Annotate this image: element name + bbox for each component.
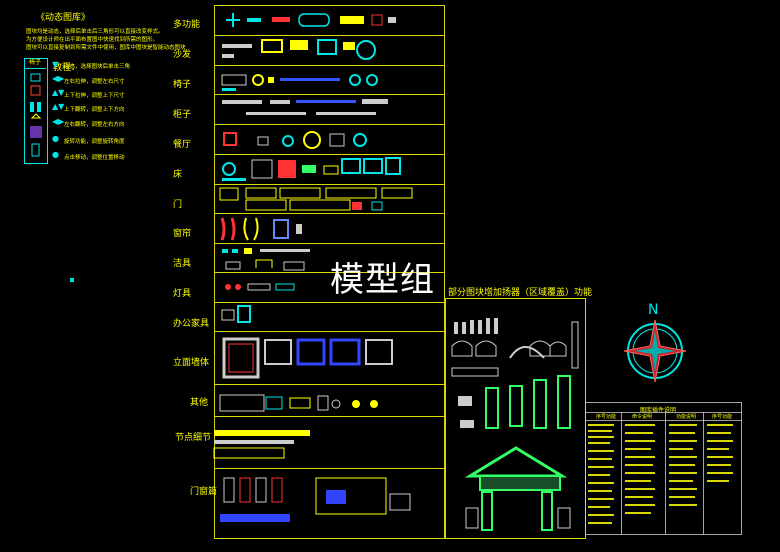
sanitary-blocks-icon	[222, 248, 310, 271]
rotate-icon: ●	[52, 134, 59, 143]
flip-vertical-icon: ▲▼	[52, 102, 65, 111]
cabinet-blocks-icon	[222, 99, 388, 115]
category-door-window: 门窗篇	[190, 487, 218, 497]
dining-blocks-icon	[223, 131, 367, 149]
category-sanitary: 洁具	[173, 259, 192, 269]
classical-elements-icon	[451, 318, 579, 531]
category-node-detail: 节点细节	[175, 433, 212, 443]
legend-line: 图块均是动态，选择后单击后三角形可以直接改变样式。	[26, 29, 164, 35]
door-blocks-icon	[219, 187, 413, 211]
category-curtain: 窗帘	[173, 229, 192, 239]
category-bed: 床	[173, 170, 183, 180]
elevation-wall-blocks-icon	[222, 337, 393, 379]
up-down-arrow-icon: ▲▼	[52, 88, 65, 97]
office-blocks-icon	[221, 305, 251, 323]
tutorial-chair-box	[24, 58, 48, 164]
sofa-blocks-icon	[222, 39, 376, 60]
flip-horizontal-icon: ◀▶	[52, 117, 65, 126]
plugin-table-grid	[585, 402, 742, 535]
bed-blocks-icon	[222, 157, 401, 181]
plugin-table-title: 图库插件说明	[640, 407, 677, 414]
category-sofa: 沙发	[173, 50, 192, 60]
stray-point	[70, 278, 74, 282]
region-title: 部分图块增加扬器（区域覆盖）功能	[448, 288, 593, 298]
chair-blocks-icon	[221, 74, 378, 91]
category-chair: 椅子	[173, 80, 192, 90]
tutorial-row: 上下拉伸，调整上下尺寸	[64, 93, 125, 99]
move-icon: ●	[52, 150, 59, 159]
watermark-text: 模型组	[330, 260, 435, 300]
category-elevation-wall: 立面墙体	[173, 358, 210, 368]
tutorial-row: 动态，选择图块后单击三角	[64, 64, 131, 70]
category-other: 其他	[190, 398, 209, 408]
table-header: 序号功能	[712, 414, 733, 420]
tutorial-box-header: 椅子	[24, 58, 46, 69]
tutorial-row: 点击移动，调整位置移动	[64, 155, 125, 161]
table-header: 功能说明	[676, 414, 697, 420]
tutorial-row: 旋转功能，调整旋转角度	[64, 139, 125, 145]
legend-line: 图块可以直接复制到所需文件中使用，图库中图块是智能动态图块	[26, 45, 186, 51]
left-right-arrow-icon: ◀▶	[52, 74, 65, 83]
tutorial-row: 左右拉伸，调整左右尺寸	[64, 79, 125, 85]
category-multifunction: 多功能	[173, 20, 201, 30]
table-header: 命令说明	[632, 414, 653, 420]
multifunction-blocks-icon	[226, 13, 396, 27]
node-detail-blocks-icon	[213, 430, 310, 459]
category-office: 办公家具	[173, 319, 210, 329]
tutorial-row: 左右翻转，调整左右方向	[64, 122, 125, 128]
category-lighting: 灯具	[173, 289, 192, 299]
door-window-blocks-icon	[220, 477, 411, 522]
compass-north-label: N	[648, 302, 659, 318]
legend-title: 《动态图库》	[36, 13, 91, 23]
chair-samples-icon	[30, 73, 42, 157]
category-dining: 餐厅	[173, 140, 192, 150]
lighting-blocks-icon	[225, 283, 295, 291]
curtain-blocks-icon	[220, 217, 302, 241]
compass-rose-icon	[623, 319, 687, 383]
table-header: 序号功能	[596, 414, 617, 420]
category-cabinet: 柜子	[173, 110, 192, 120]
tutorial-title: 教程：	[53, 63, 81, 73]
category-door: 门	[173, 200, 183, 210]
legend-line: 为方便设计师在出平面布置图中快速找到所需的图形。	[26, 37, 159, 43]
tutorial-row: 上下翻转，调整上下方向	[64, 107, 125, 113]
down-arrow-icon: ▼	[52, 60, 59, 69]
other-blocks-icon	[219, 394, 378, 412]
